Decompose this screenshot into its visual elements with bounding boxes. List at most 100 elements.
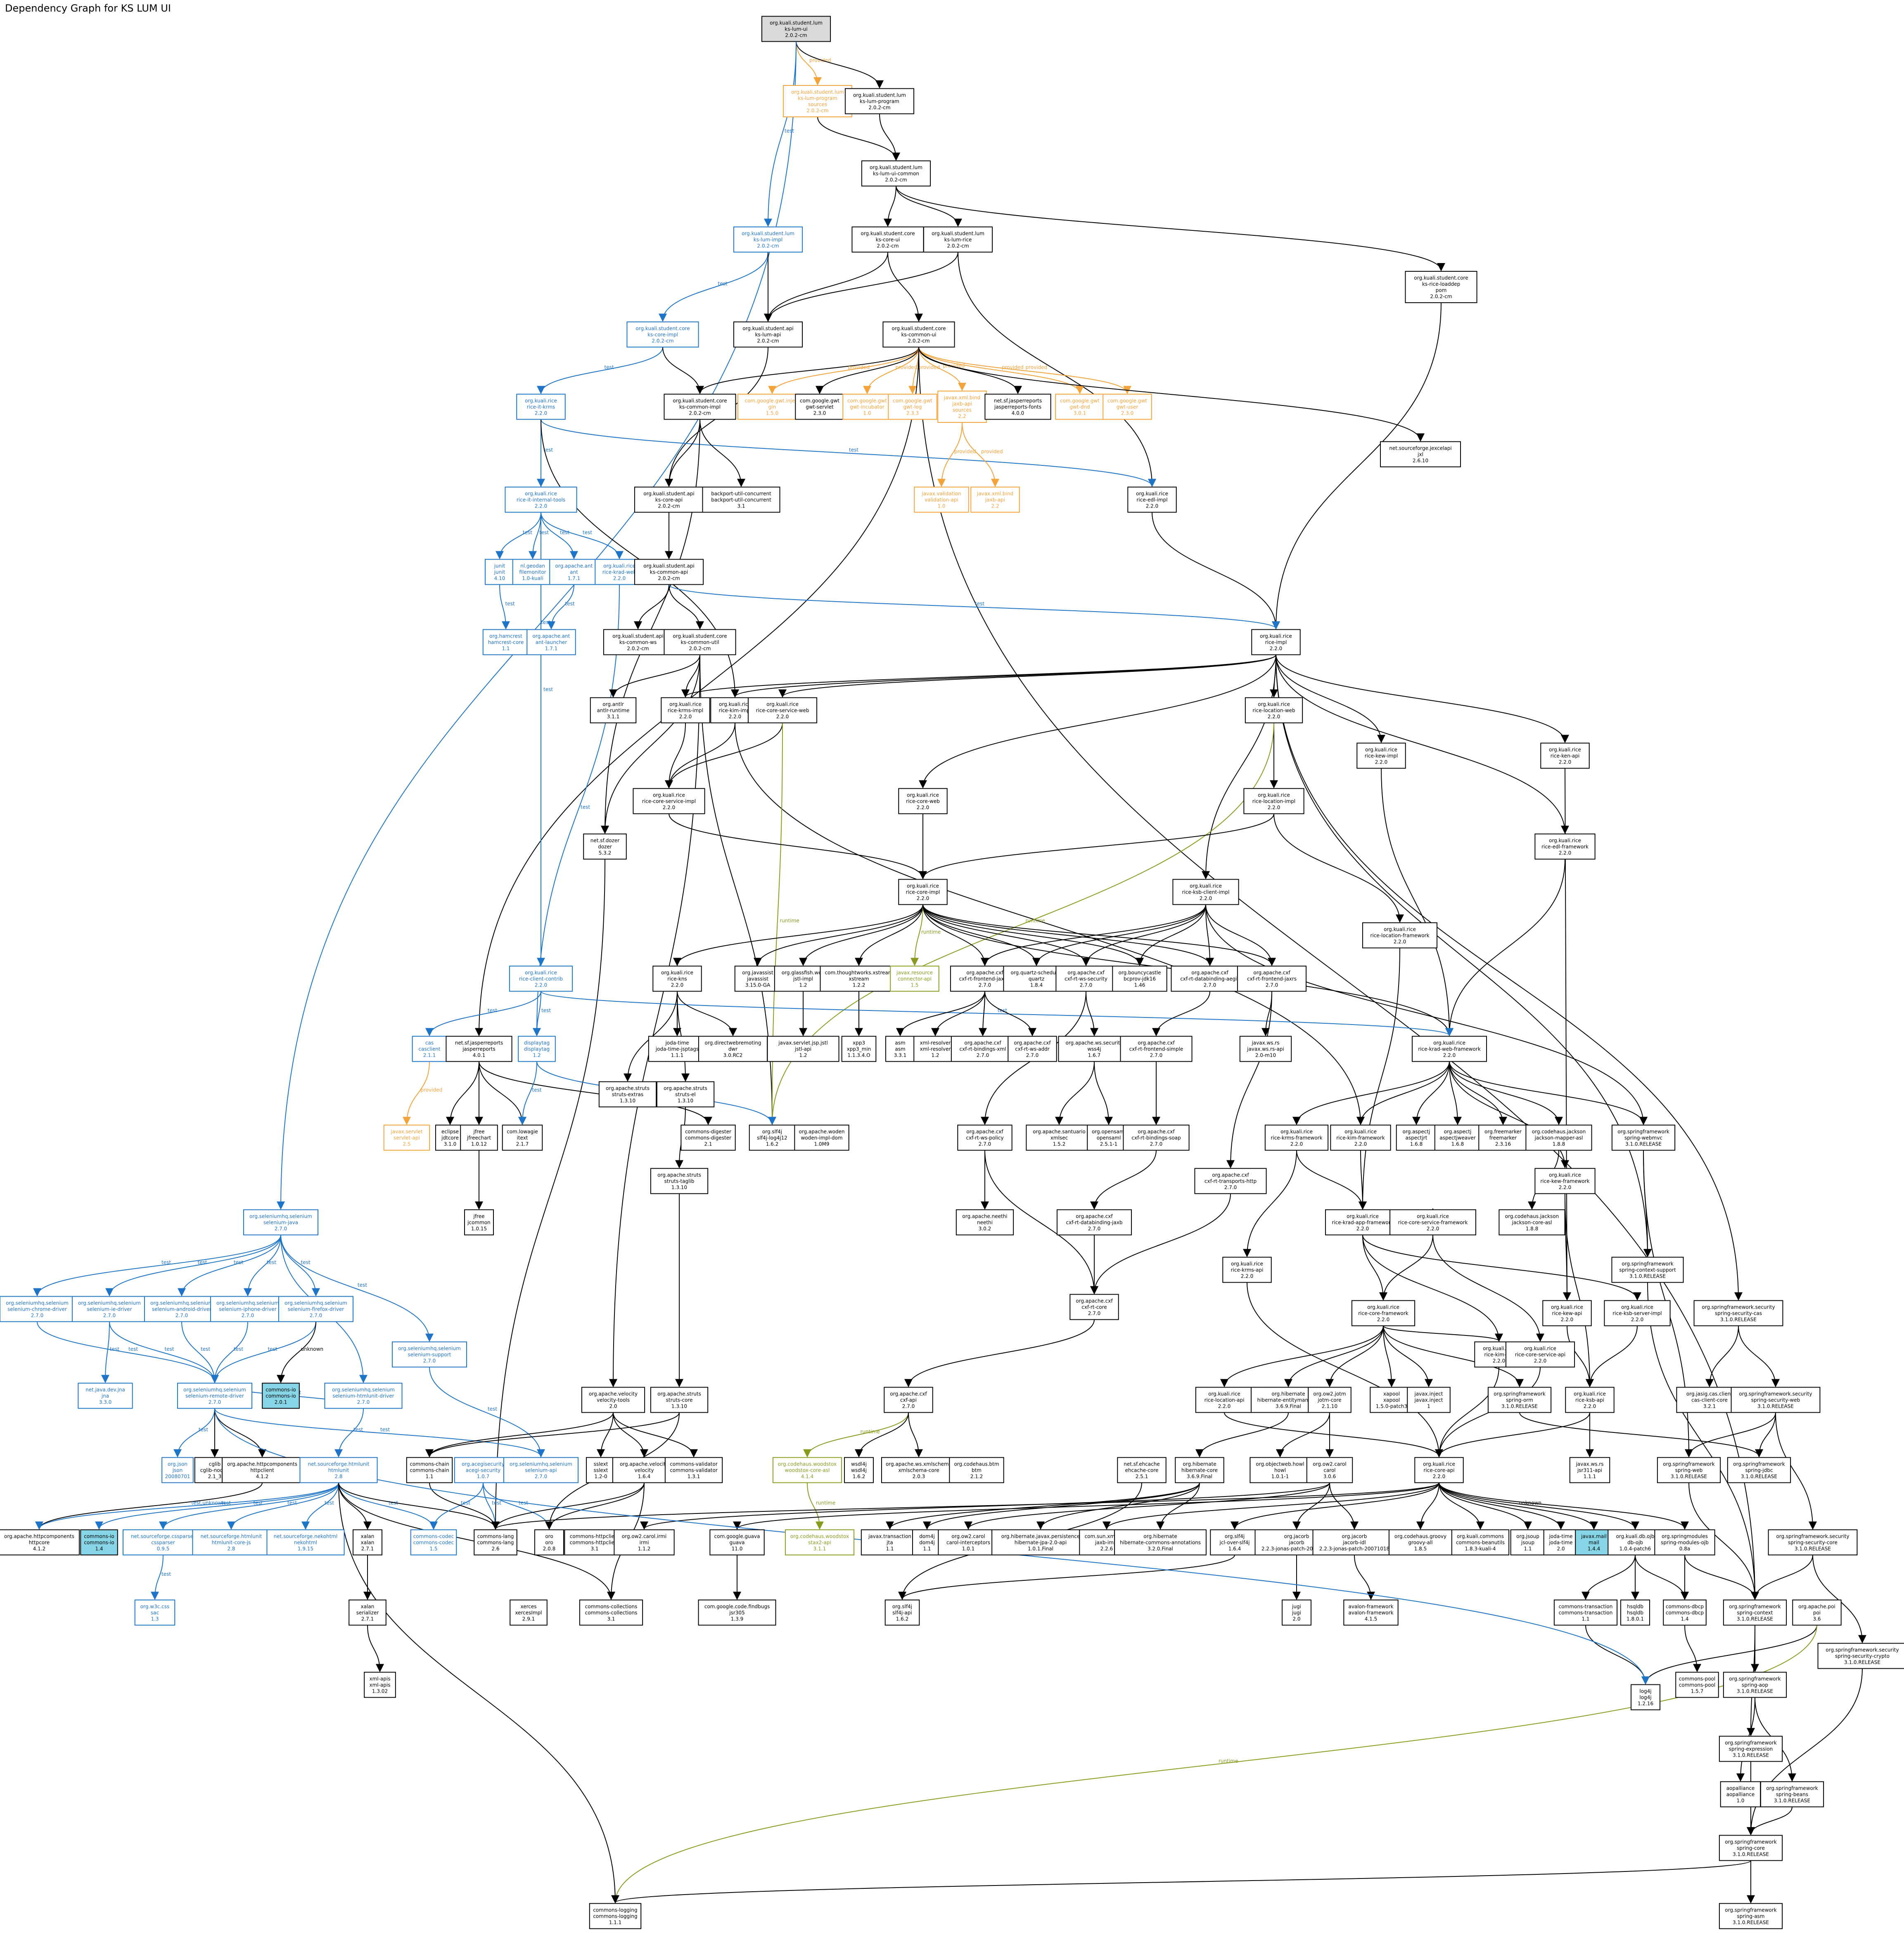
dependency-edge — [908, 1412, 923, 1458]
artifact-node-label: 1.8.8 — [1553, 1141, 1565, 1147]
artifact-node-box — [1282, 1599, 1311, 1626]
artifact-node-label: 2.7.0 — [977, 1053, 989, 1058]
edge-scope-label: runtime — [1026, 918, 1045, 924]
dependency-edge — [496, 512, 541, 560]
edge-scope-label: test — [353, 1427, 363, 1433]
artifact-node-label: com.google.gwt — [1060, 398, 1100, 404]
dependency-edge — [1082, 904, 1206, 966]
dependency-edge — [1202, 655, 1276, 880]
artifact-node-label: rice-core-service-framework — [1398, 1220, 1468, 1226]
artifact-node-label: 2.1 — [704, 1141, 712, 1147]
artifact-node-box — [1222, 1257, 1272, 1283]
artifact-node-label: org.opensaml — [1092, 1129, 1126, 1135]
artifact-node-label: 1.0 — [1736, 1798, 1744, 1804]
artifact-node-label: cas — [425, 1040, 434, 1046]
artifact-node-label: 2.2.0 — [1559, 850, 1572, 856]
edge-scope-label: test — [581, 804, 590, 810]
artifact-node-label: org.seleniumhq.selenium — [332, 1387, 395, 1393]
artifact-node-label: 2.0.2-cm — [868, 105, 890, 111]
artifact-node-label: 2.7.0 — [1150, 1141, 1163, 1147]
artifact-node-box — [698, 1599, 776, 1626]
artifact-node-box — [734, 965, 781, 992]
artifact-node-label: 1.0 — [863, 410, 871, 416]
artifact-node-label: httpclient — [250, 1468, 274, 1473]
artifact-node-label: org.springframework — [1729, 1604, 1781, 1610]
artifact-node-label: jaxb-api — [985, 497, 1005, 503]
artifact-node-box — [937, 391, 987, 423]
edge-scope-label: test — [461, 1500, 470, 1506]
artifact-node-label: joda-time-jsptags — [655, 1046, 699, 1052]
edge-scope-label: test — [543, 687, 553, 693]
artifact-node-label: commons-io — [266, 1393, 296, 1399]
artifact-node-label: selenium-firefox-driver — [288, 1307, 344, 1312]
artifact-node-box — [534, 1529, 564, 1556]
dependency-edge — [659, 252, 768, 322]
artifact-node-label: 2.2.0 — [917, 805, 929, 811]
page-title: Dependency Graph for KS LUM UI — [5, 2, 171, 14]
dependency-edge — [178, 1235, 281, 1297]
artifact-node-label: org.kuali.rice — [1574, 1391, 1606, 1397]
artifact-node-label: 1.4.4 — [1588, 1546, 1600, 1552]
artifact-node-label: hibernate-jpa-2.0-api — [1015, 1540, 1067, 1546]
artifact-node-box — [882, 321, 955, 348]
artifact-node-label: 1.2 — [533, 1053, 541, 1058]
artifact-node: org.kuali.student.coreks-common-ui2.0.2-… — [882, 321, 955, 348]
artifact-node: org.kuali.student.apiks-common-ws2.0.2-c… — [603, 629, 673, 655]
edge-scope-label: test — [583, 530, 592, 536]
artifact-node-label: eclipse — [441, 1129, 459, 1135]
dependency-edge — [1205, 904, 1276, 966]
dependency-edge — [768, 723, 1274, 1125]
artifact-node-box — [1542, 1300, 1592, 1326]
artifact-node-label: commons-transaction — [1559, 1610, 1613, 1616]
artifact-node-box — [1251, 629, 1301, 655]
artifact-node-label: jsr311-api — [1577, 1468, 1602, 1473]
artifact-node: org.springframework.securityspring-secur… — [1693, 1300, 1783, 1326]
artifact-node-label: 1.0.12 — [471, 1141, 487, 1147]
artifact-node-label: rice-krad-web-framework — [1418, 1046, 1481, 1052]
artifact-node-box — [648, 1036, 707, 1062]
artifact-node-label: 2.2.0 — [1200, 896, 1212, 901]
artifact-node-label: 1.8.3-kuali-4 — [1465, 1546, 1496, 1552]
dependency-edge — [227, 1482, 339, 1530]
dependency-edge — [151, 1555, 164, 1600]
artifact-node-label: org.hibernate — [1183, 1461, 1216, 1467]
dependency-edge — [1055, 1061, 1095, 1125]
artifact-node-label: 1.6.8 — [1451, 1141, 1464, 1147]
artifact-node-label: cxf-rt-bindings-soap — [1131, 1135, 1181, 1141]
artifact-node: org.kuali.student.coreks-common-impl2.0.… — [664, 394, 736, 420]
dependency-edge — [483, 1482, 553, 1530]
artifact-node-label: itext — [517, 1135, 528, 1141]
artifact-node-label: org.kuali.rice — [907, 883, 939, 889]
edge-scope-label: test — [523, 530, 532, 536]
artifact-node-label: spring-aop — [1742, 1682, 1768, 1688]
artifact-node-label: 3.1.0.RELEASE — [1733, 1753, 1769, 1758]
artifact-node-label: xml-apis — [369, 1676, 390, 1682]
edge-scope-label: test — [975, 601, 984, 607]
artifact-node: org.kuali.student.lumks-lum-programsourc… — [782, 85, 853, 117]
artifact-node-label: 2.0.2-cm — [947, 243, 969, 249]
dependency-edge — [612, 1860, 1751, 1904]
artifact-node-label: spring-beans — [1776, 1792, 1808, 1798]
artifact-node-label: ks-core-api — [655, 497, 683, 503]
dependency-edge — [918, 347, 1131, 394]
artifact-node-box — [844, 88, 915, 114]
artifact-node-label: org.apache.ant — [555, 563, 593, 569]
artifact-node-label: dwr — [728, 1046, 737, 1052]
dependency-edge — [1445, 859, 1565, 1036]
artifact-node-box — [80, 1529, 118, 1556]
artifact-node-label: asm — [895, 1046, 905, 1052]
